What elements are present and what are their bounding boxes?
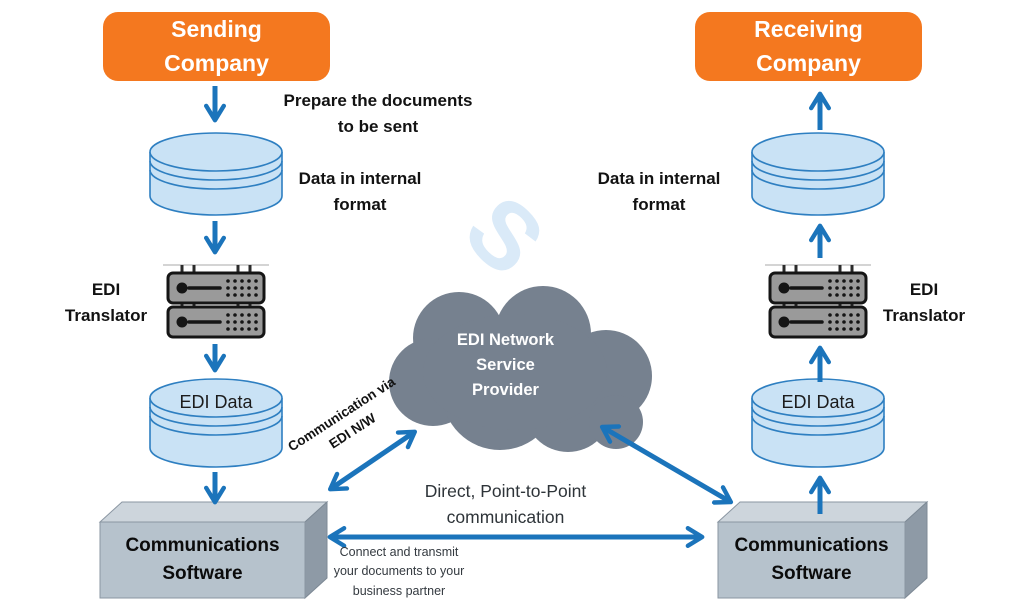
sender-edi-data-label: EDI Data [179, 392, 253, 412]
receiver-software-label: Communications Software [734, 534, 889, 585]
direct-p2p-label: Direct, Point-to-Point communication [424, 481, 587, 528]
sender-software-box-3d [98, 500, 329, 600]
receiver-edi-database-icon [751, 378, 885, 468]
receiver-server-icon [765, 265, 871, 337]
cloud-provider-label: EDI Network Service Provider [456, 331, 555, 399]
receiver-translator-label: EDI Translator [882, 280, 966, 325]
receiving-company-box: Receiving Company [695, 12, 922, 81]
receiver-internal-database-icon [751, 132, 885, 216]
prepare-documents-note: Prepare the documents to be sent [283, 91, 473, 136]
sender-edi-database-icon [149, 378, 283, 468]
sending-company-box: Sending Company [103, 12, 330, 81]
arrow-software-to-cloud-left [327, 429, 418, 492]
receiver-data-internal-label: Data in internal format [597, 169, 721, 214]
sender-internal-database-icon [149, 132, 283, 216]
receiver-software-box-3d [716, 500, 929, 600]
connect-transmit-note: Connect and transmit your documents to y… [333, 545, 465, 598]
sender-software-label: Communications Software [125, 534, 280, 585]
sender-server-icon [163, 265, 269, 337]
watermark-icon: S [444, 176, 564, 296]
sender-data-internal-label: Data in internal format [298, 169, 422, 214]
receiver-edi-data-label: EDI Data [781, 392, 855, 412]
arrow-cloud-to-software-right [599, 424, 734, 505]
sender-translator-label: EDI Translator [64, 280, 148, 325]
